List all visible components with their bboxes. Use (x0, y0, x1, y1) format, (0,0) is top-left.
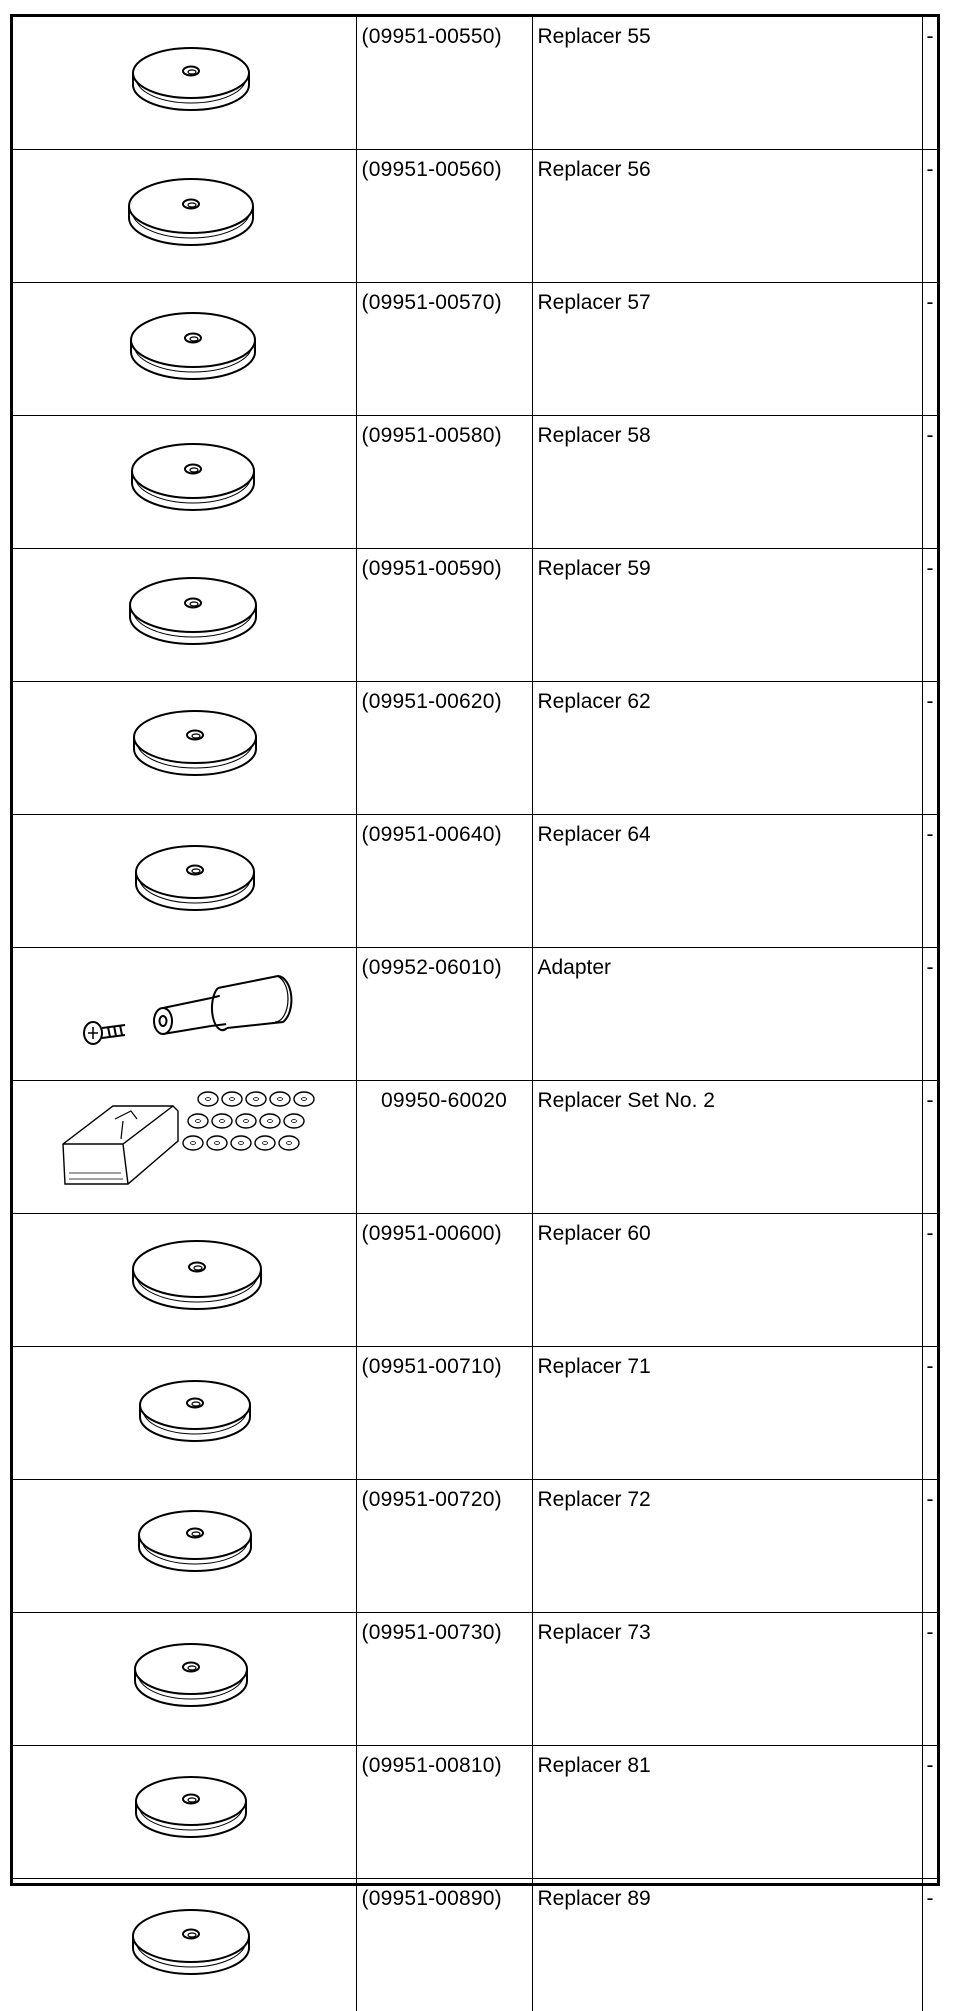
part-number: (09952-06010) (356, 948, 532, 1081)
table-row: (09951-00710)Replacer 71- (13, 1347, 937, 1480)
part-number: (09951-00580) (356, 416, 532, 549)
remark-mark: - (922, 1879, 937, 2011)
table-row: (09951-00560)Replacer 56- (13, 150, 937, 283)
special-tools-table: (09951-00550)Replacer 55-(09951-00560)Re… (13, 17, 937, 2011)
tool-name: Replacer 81 (532, 1746, 922, 1879)
remark-mark: - (922, 682, 937, 815)
table-row: (09951-00580)Replacer 58- (13, 416, 937, 549)
part-number: 09950-60020 (356, 1081, 532, 1214)
tool-illustration-cell (13, 17, 356, 150)
remark-mark: - (922, 1746, 937, 1879)
part-number: (09951-00590) (356, 549, 532, 682)
table-row: (09952-06010)Adapter- (13, 948, 937, 1081)
part-number: (09951-00570) (356, 283, 532, 416)
tool-name: Replacer 64 (532, 815, 922, 948)
tool-name: Replacer 58 (532, 416, 922, 549)
table-row: (09951-00640)Replacer 64- (13, 815, 937, 948)
remark-mark: - (922, 17, 937, 150)
part-number: (09951-00640) (356, 815, 532, 948)
tool-illustration-cell (13, 1480, 356, 1613)
table-row: (09951-00550)Replacer 55- (13, 17, 937, 150)
replacer-disc-icon (13, 1879, 356, 2003)
part-number: (09951-00550) (356, 17, 532, 150)
tool-illustration-cell (13, 150, 356, 283)
replacer-disc-icon (13, 682, 356, 806)
tool-name: Replacer 55 (532, 17, 922, 150)
replacer-disc-icon (13, 1214, 356, 1338)
table-row: (09951-00810)Replacer 81- (13, 1746, 937, 1879)
tool-illustration-cell (13, 549, 356, 682)
part-number: (09951-00560) (356, 150, 532, 283)
tool-illustration-cell (13, 1746, 356, 1879)
part-number: (09951-00710) (356, 1347, 532, 1480)
table-row: (09951-00890)Replacer 89- (13, 1879, 937, 2011)
tool-illustration-cell (13, 1613, 356, 1746)
special-tools-sheet: (09951-00550)Replacer 55-(09951-00560)Re… (10, 14, 940, 1886)
table-row: (09951-00730)Replacer 73- (13, 1613, 937, 1746)
replacer-disc-icon (13, 17, 356, 141)
replacer-disc-icon (13, 1347, 356, 1471)
replacer-disc-icon (13, 1480, 356, 1604)
part-number: (09951-00890) (356, 1879, 532, 2011)
tool-illustration-cell (13, 682, 356, 815)
remark-mark: - (922, 416, 937, 549)
remark-mark: - (922, 948, 937, 1081)
part-number: (09951-00600) (356, 1214, 532, 1347)
remark-mark: - (922, 1613, 937, 1746)
replacer-disc-icon (13, 416, 356, 540)
tool-name: Adapter (532, 948, 922, 1081)
tool-name: Replacer 60 (532, 1214, 922, 1347)
tool-name: Replacer 89 (532, 1879, 922, 2011)
tool-illustration-cell (13, 815, 356, 948)
remark-mark: - (922, 283, 937, 416)
replacer-disc-icon (13, 150, 356, 274)
replacer-disc-icon (13, 815, 356, 939)
tool-name: Replacer 62 (532, 682, 922, 815)
table-row: (09951-00620)Replacer 62- (13, 682, 937, 815)
tool-name: Replacer 71 (532, 1347, 922, 1480)
tool-illustration-cell (13, 416, 356, 549)
replacer-disc-icon (13, 549, 356, 673)
table-row: (09951-00570)Replacer 57- (13, 283, 937, 416)
replacer-set-icon (13, 1081, 356, 1205)
replacer-disc-icon (13, 1746, 356, 1870)
tool-name: Replacer Set No. 2 (532, 1081, 922, 1214)
tool-illustration-cell (13, 1081, 356, 1214)
replacer-disc-icon (13, 283, 356, 407)
remark-mark: - (922, 1081, 937, 1214)
tool-name: Replacer 57 (532, 283, 922, 416)
replacer-disc-icon (13, 1613, 356, 1737)
adapter-icon (13, 948, 356, 1072)
remark-mark: - (922, 1480, 937, 1613)
part-number: (09951-00730) (356, 1613, 532, 1746)
tool-name: Replacer 73 (532, 1613, 922, 1746)
remark-mark: - (922, 815, 937, 948)
tool-illustration-cell (13, 1214, 356, 1347)
remark-mark: - (922, 1214, 937, 1347)
tool-illustration-cell (13, 1879, 356, 2011)
remark-mark: - (922, 549, 937, 682)
tool-illustration-cell (13, 1347, 356, 1480)
tool-illustration-cell (13, 283, 356, 416)
part-number: (09951-00620) (356, 682, 532, 815)
part-number: (09951-00810) (356, 1746, 532, 1879)
table-row: (09951-00720)Replacer 72- (13, 1480, 937, 1613)
remark-mark: - (922, 150, 937, 283)
tool-name: Replacer 59 (532, 549, 922, 682)
tool-name: Replacer 56 (532, 150, 922, 283)
tool-name: Replacer 72 (532, 1480, 922, 1613)
tool-illustration-cell (13, 948, 356, 1081)
table-row: (09951-00600)Replacer 60- (13, 1214, 937, 1347)
part-number: (09951-00720) (356, 1480, 532, 1613)
remark-mark: - (922, 1347, 937, 1480)
table-row: (09951-00590)Replacer 59- (13, 549, 937, 682)
